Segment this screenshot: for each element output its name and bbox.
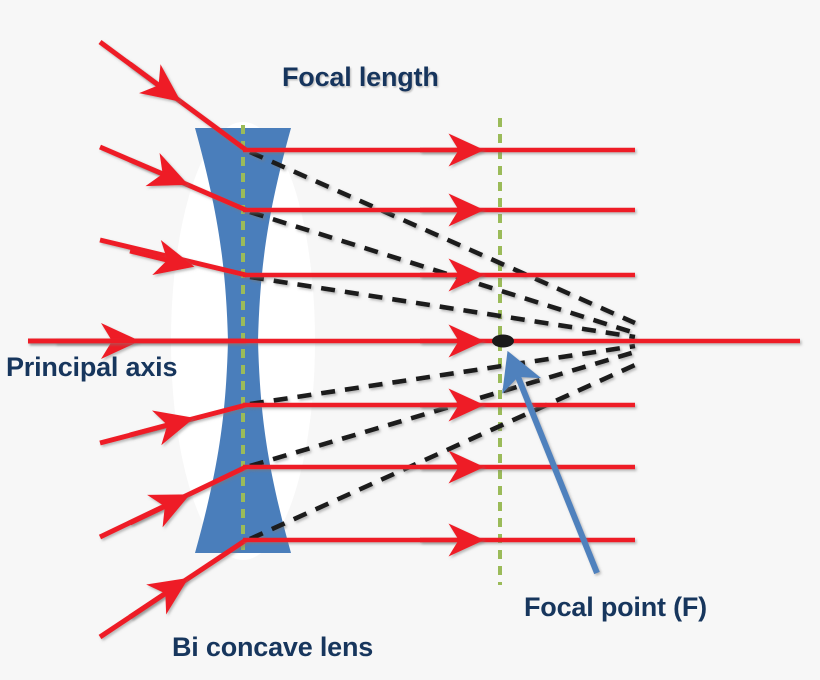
- focal-point-marker: [492, 334, 514, 348]
- focal-point-label: Focal point (F): [524, 592, 707, 622]
- incident-arrow-7: [128, 577, 189, 620]
- incident-arrow-5: [129, 410, 195, 446]
- virtual-ray-6: [249, 349, 636, 469]
- incident-arrow-1: [128, 61, 182, 102]
- refracted-ray-arrowheads: [420, 133, 485, 557]
- incident-arrow-3: [129, 240, 195, 275]
- virtual-ray-5: [249, 343, 636, 407]
- principal-axis-label: Principal axis: [6, 352, 178, 382]
- virtual-ray-2: [249, 209, 636, 336]
- virtual-rays-group: [249, 149, 636, 542]
- focal-point-pointer-arrow: [502, 350, 600, 575]
- incident-arrow-6: [128, 494, 191, 528]
- incident-arrow-2: [129, 153, 189, 187]
- biconcave-lens-label: Bi concave lens: [172, 632, 374, 662]
- virtual-ray-3: [249, 274, 636, 340]
- focal-length-label: Focal length: [282, 62, 439, 92]
